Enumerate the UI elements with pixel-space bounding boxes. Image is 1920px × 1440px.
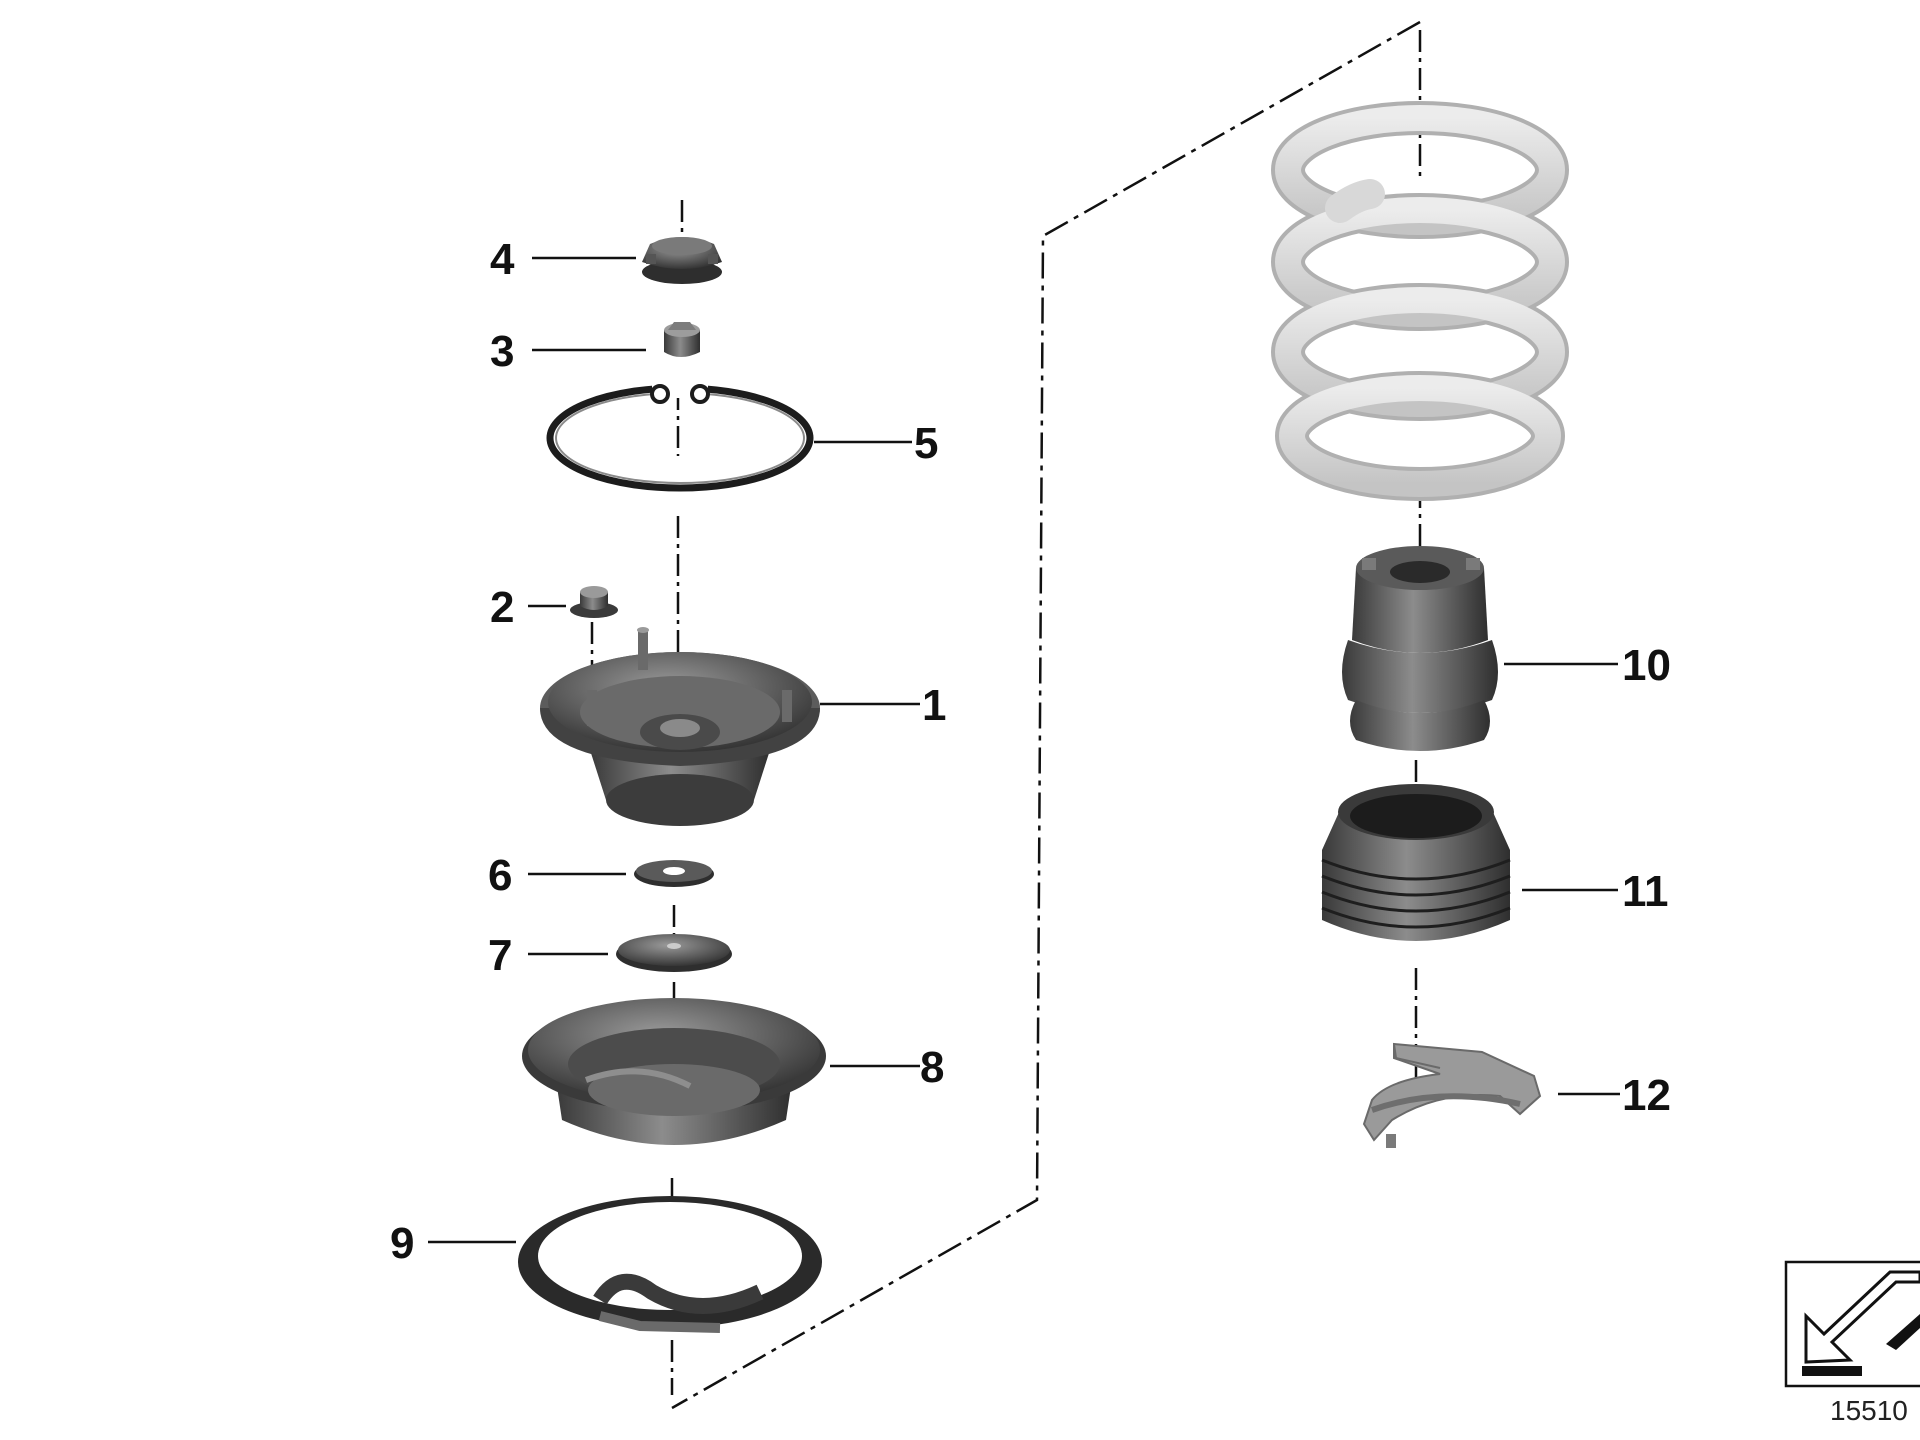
part-9-seat-ring bbox=[518, 1196, 822, 1333]
part-1-strut-mount bbox=[540, 627, 820, 826]
exploded-view-arrow-icon bbox=[1802, 1270, 1920, 1376]
part-6-washer bbox=[634, 860, 714, 887]
part-8-spring-seat bbox=[522, 998, 826, 1145]
part-12-spring-pad bbox=[1362, 1042, 1542, 1148]
callout-number-4: 4 bbox=[490, 235, 515, 284]
view-indicator-box bbox=[1784, 1260, 1920, 1388]
assembly-frame-line bbox=[671, 20, 1421, 1410]
part-4-dust-cap bbox=[642, 237, 722, 284]
part-7-disc bbox=[616, 934, 732, 972]
callout-number-12: 12 bbox=[1622, 1071, 1671, 1120]
callout-number-2: 2 bbox=[490, 583, 514, 632]
callout-number-9: 9 bbox=[390, 1219, 414, 1268]
leader-lines bbox=[428, 256, 1620, 1244]
part-11-dust-boot bbox=[1321, 784, 1511, 941]
callout-number-3: 3 bbox=[490, 327, 514, 376]
callout-number-10: 10 bbox=[1622, 641, 1671, 690]
part-10-bump-stop bbox=[1342, 546, 1498, 751]
part-3-nut bbox=[664, 322, 700, 357]
coil-spring bbox=[1271, 101, 1569, 501]
callout-number-8: 8 bbox=[920, 1043, 944, 1092]
callout-number-7: 7 bbox=[488, 931, 512, 980]
callout-number-11: 11 bbox=[1622, 867, 1669, 916]
part-2-flange-nut bbox=[570, 586, 618, 618]
callout-number-1: 1 bbox=[922, 681, 946, 730]
part-5-circlip bbox=[546, 384, 814, 492]
callout-number-6: 6 bbox=[488, 851, 512, 900]
callout-number-5: 5 bbox=[914, 419, 938, 468]
reference-number: 15510 bbox=[1830, 1395, 1908, 1426]
